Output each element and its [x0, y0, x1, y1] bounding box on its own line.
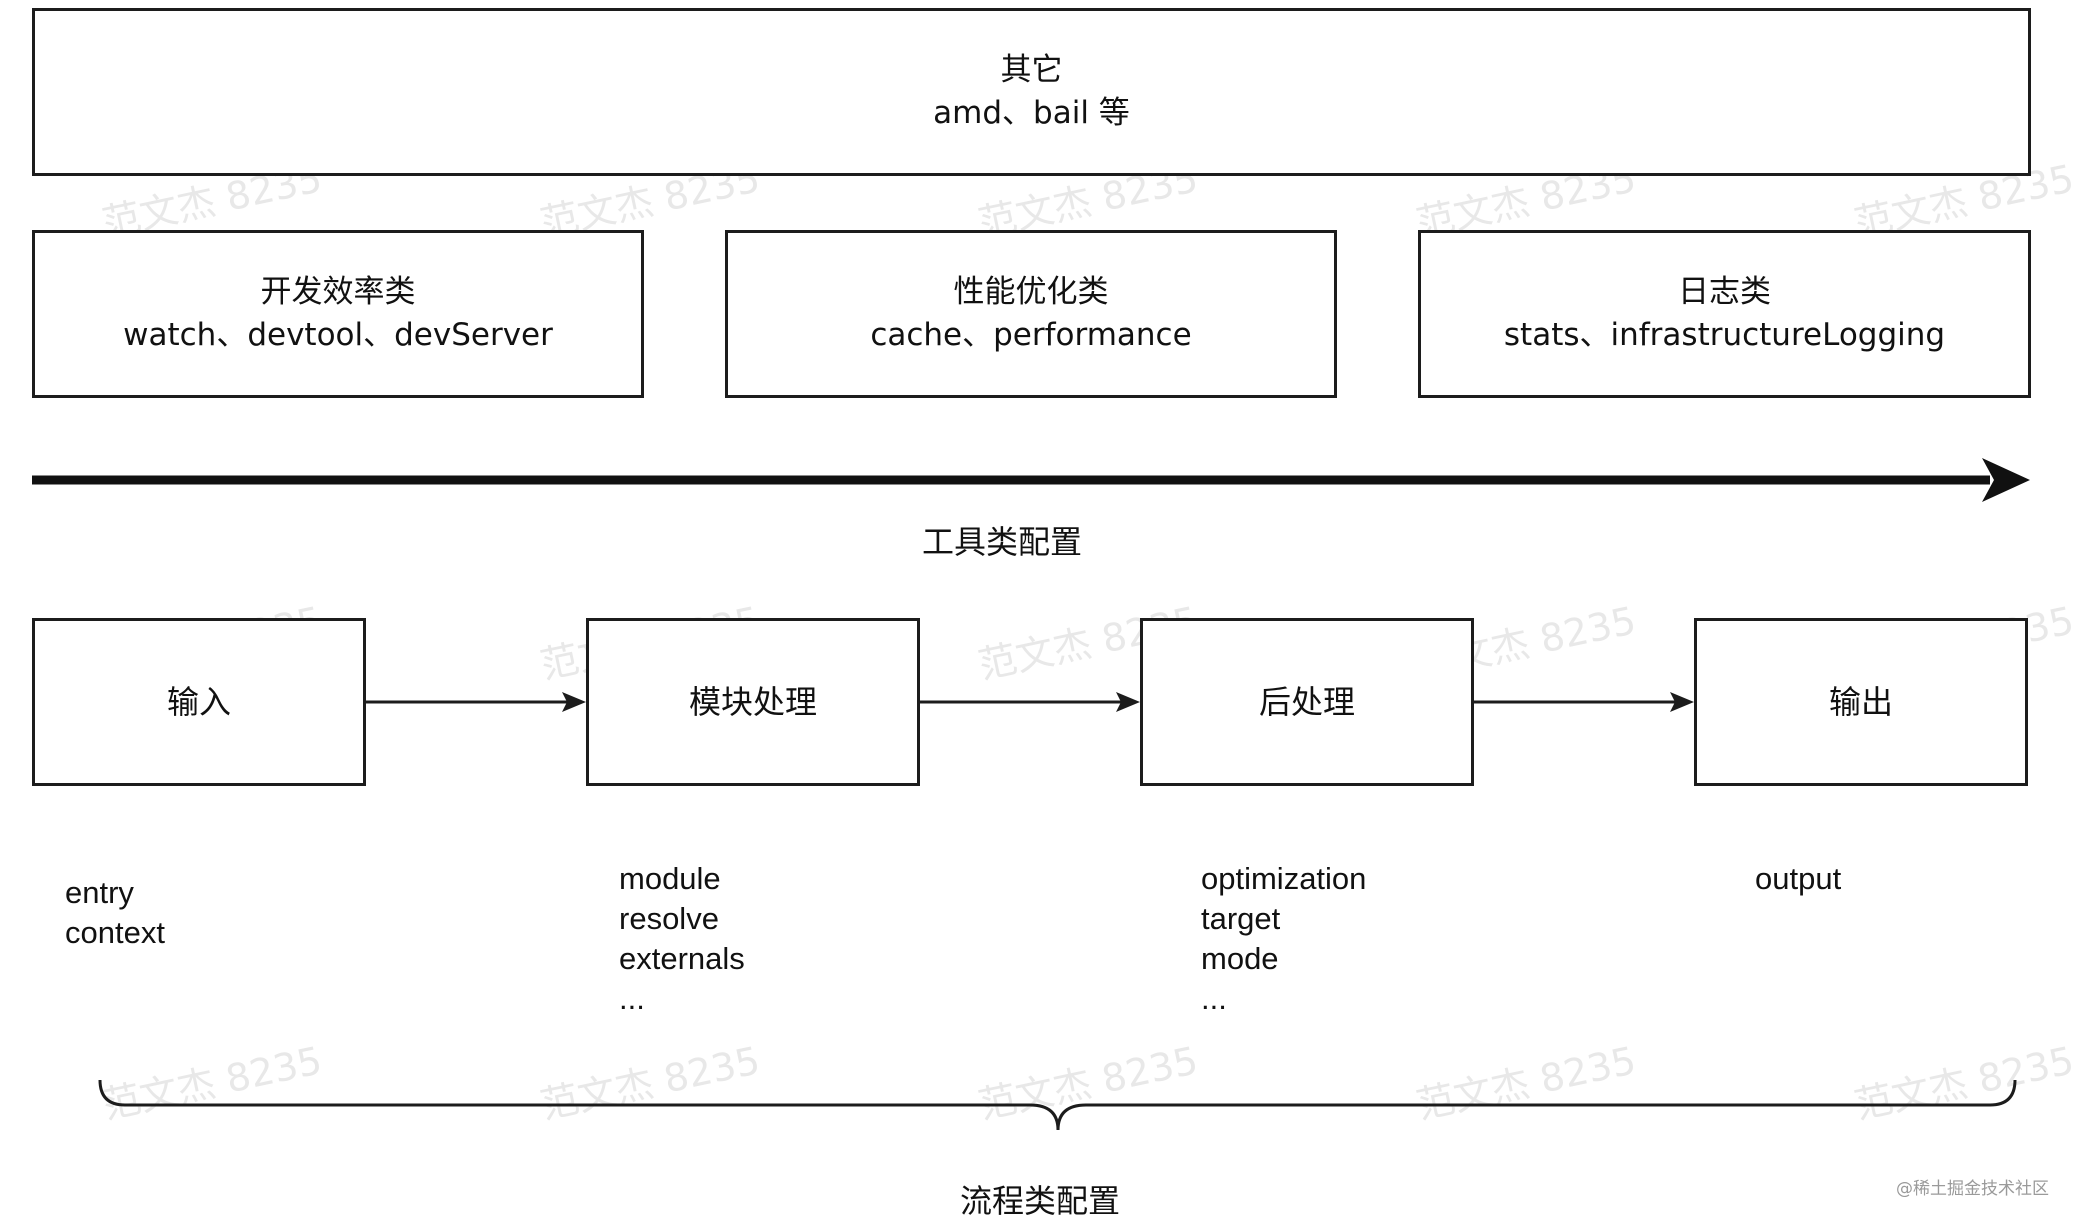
source-watermark: @稀土掘金技术社区 — [1896, 1179, 2049, 1199]
flow-step-input: 输入 — [32, 618, 366, 786]
flow-step-post: 后处理 — [1140, 618, 1474, 786]
other-config-title: 其它 — [1000, 52, 1063, 89]
logging-box: 日志类 stats、infrastructureLogging — [1418, 230, 2031, 398]
flow-arrow-3 — [1474, 692, 1694, 712]
logging-title: 日志类 — [1678, 274, 1771, 311]
module-options: module resolve externals ... — [619, 859, 745, 1019]
tool-config-label: 工具类配置 — [922, 523, 1083, 561]
other-config-options: amd、bail 等 — [933, 95, 1130, 131]
flow-brace — [98, 1079, 2017, 1131]
flow-arrow-2 — [920, 692, 1140, 712]
flow-step-module: 模块处理 — [586, 618, 920, 786]
option-item: ... — [619, 981, 645, 1016]
option-item: resolve — [619, 901, 719, 936]
dev-efficiency-options: watch、devtool、devServer — [123, 317, 553, 353]
flow-step-module-title: 模块处理 — [688, 682, 817, 721]
option-item: optimization — [1201, 861, 1367, 896]
flow-config-label: 流程类配置 — [960, 1182, 1121, 1220]
option-item: entry — [65, 875, 134, 910]
flow-step-post-title: 后处理 — [1258, 682, 1355, 721]
post-options: optimization target mode ... — [1201, 859, 1366, 1019]
option-item: module — [619, 861, 721, 896]
option-item: ... — [1201, 981, 1227, 1016]
logging-options: stats、infrastructureLogging — [1503, 317, 1946, 353]
option-item: externals — [619, 941, 745, 976]
dev-efficiency-box: 开发效率类 watch、devtool、devServer — [32, 230, 644, 398]
flow-step-input-title: 输入 — [166, 682, 231, 721]
performance-options: cache、performance — [870, 317, 1192, 353]
other-config-box: 其它 amd、bail 等 — [32, 8, 2031, 176]
flow-arrow-1 — [366, 692, 586, 712]
dev-efficiency-title: 开发效率类 — [260, 274, 416, 311]
performance-box: 性能优化类 cache、performance — [725, 230, 1337, 398]
option-item: mode — [1201, 941, 1279, 976]
flow-step-output-title: 输出 — [1828, 682, 1893, 721]
tool-axis-arrow — [32, 458, 2030, 502]
output-options: output — [1755, 859, 1841, 899]
flow-step-output: 输出 — [1694, 618, 2028, 786]
performance-title: 性能优化类 — [953, 274, 1109, 311]
option-item: output — [1755, 861, 1842, 896]
option-item: target — [1201, 901, 1281, 936]
input-options: entry context — [65, 873, 165, 953]
option-item: context — [65, 915, 165, 950]
